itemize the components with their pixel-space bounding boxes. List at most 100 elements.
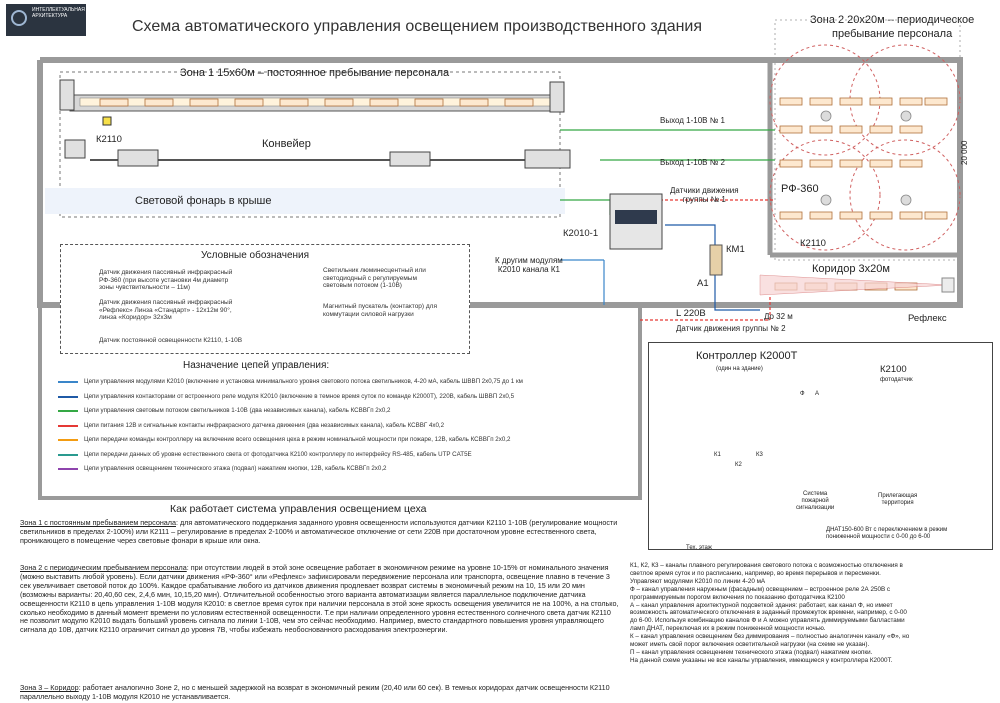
- dimension-20000: 20 000: [960, 140, 969, 165]
- photosensor-label: фотодатчик: [880, 377, 913, 383]
- fire-line1: Система: [803, 491, 828, 497]
- other-modules-line1: К другим модулям: [495, 256, 563, 265]
- k2110-sensor-zone1: [102, 116, 112, 126]
- legend-contactor-line2: коммутации силовой нагрузки: [323, 310, 414, 318]
- l220-label: L 220В: [676, 308, 706, 319]
- motion-group1-line1: Датчики движения: [670, 186, 739, 195]
- output1-label: Выход 1-10В № 1: [660, 116, 725, 125]
- logo-text: ИНТЕЛЛЕКТУАЛЬНАЯ АРХИТЕКТУРА: [32, 7, 85, 19]
- channel-k2-label: К2: [735, 462, 742, 468]
- legend-rf360: Датчик движения пассивный инфракрасный Р…: [99, 269, 232, 292]
- zone1-desc-text: : для автоматического поддержания заданн…: [20, 518, 618, 545]
- legend-rf360-line2: РФ-360 (при высоте установки 4м диаметр: [99, 276, 229, 284]
- circuit-color-swatch: [58, 453, 78, 456]
- zone2-lamps: [779, 97, 948, 220]
- controller-title: Контроллер К2000Т: [696, 350, 798, 362]
- channel-notes: К1, К2, К3 – каналы плавного регулирован…: [630, 562, 990, 665]
- controller-panel: [648, 342, 993, 550]
- circuits-title: Назначение цепей управления:: [183, 360, 330, 371]
- note-line: до 6-00. Используя комбинацию каналов Ф …: [630, 617, 905, 625]
- k2110-zone1-label: К2110: [96, 134, 122, 145]
- other-modules-label: К другим модулям К2010 канала К1: [495, 256, 563, 274]
- building-walls: [37, 57, 963, 308]
- circuit-text: Цепи управления освещением технического …: [84, 465, 387, 472]
- legend-reflex-line3: линза «Коридор» 32х3м: [99, 314, 172, 321]
- dnat-label: ДНАТ150-600 Вт с переключением в режим п…: [826, 527, 947, 541]
- note-line: возможность автоматического отключения в…: [630, 609, 907, 617]
- zone1-label: Зона 1 15х60м – постоянное пребывание пе…: [180, 67, 450, 79]
- other-modules-line2: К2010 канала К1: [497, 265, 560, 274]
- note-line: может иметь свой порог включения осветит…: [630, 641, 870, 649]
- zone2-title-line2: пребывание персонала: [832, 28, 953, 40]
- legend-contactor: Магнитный пускатель (контактор) для комм…: [323, 303, 437, 318]
- circuit-color-swatch: [58, 410, 78, 412]
- note-line: На данной схеме указаны не все каналы уп…: [630, 656, 893, 664]
- circuit-text: Цепи передачи команды контроллеру на вкл…: [84, 436, 511, 443]
- zone2-desc-head: Зона 2 с периодическим пребыванием персо…: [20, 563, 187, 572]
- km1-label: КМ1: [726, 244, 745, 255]
- adjacent-line2: территория: [881, 500, 914, 506]
- page-title: Схема автоматического управления освещен…: [132, 18, 703, 35]
- circuit-color-swatch: [58, 381, 78, 383]
- legend-lamp-line1: Светильник люминесцентный или: [323, 267, 426, 274]
- dnat-line2: пониженной мощности с 0-00 до 6-00: [826, 534, 931, 540]
- circuit-color-swatch: [58, 395, 78, 398]
- zone3-description: Зона 3 – Коридор: работает аналогично Зо…: [20, 683, 620, 702]
- channel-a-label: А: [815, 391, 820, 397]
- zone1-boundary: [59, 71, 561, 218]
- note-line: П – канал управления освещением техничес…: [630, 648, 873, 656]
- controller-caption: (один на здание): [716, 366, 763, 372]
- zone1-description: Зона 1 с постоянным пребыванием персонал…: [20, 518, 620, 546]
- k2110-zone2-label: К2110: [800, 238, 826, 249]
- zone2-title-line1: Зона 2 20х20м – периодическое: [810, 14, 975, 26]
- legend-reflex: Датчик движения пассивный инфракрасный «…: [99, 299, 232, 322]
- circuit-color-swatch: [58, 424, 78, 427]
- km1-contactor: [709, 244, 723, 276]
- circuit-text: Цепи управления световым потоком светиль…: [84, 407, 391, 414]
- channel-k3-label: К3: [756, 452, 763, 458]
- motion-group1-line2: группы № 1: [682, 195, 726, 204]
- legend-k2110: Датчик постоянной освещенности К2110, 1-…: [99, 337, 243, 344]
- company-logo: ИНТЕЛЛЕКТУАЛЬНАЯ АРХИТЕКТУРА: [6, 4, 86, 36]
- fire-line2: пожарной: [801, 498, 829, 504]
- note-line: К1, К2, К3 – каналы плавного регулирован…: [630, 562, 903, 569]
- circuit-text: Цепи управления контакторами от встроенн…: [84, 392, 515, 400]
- zone3-desc-text: : работает аналогично Зоне 2, но с меньш…: [20, 683, 610, 701]
- circuit-color-swatch: [58, 468, 78, 470]
- note-line: Ф – канал управления наружным (фасадным)…: [630, 585, 891, 593]
- circuit-color-swatch: [58, 439, 78, 441]
- howto-title: Как работает система управления освещени…: [170, 503, 427, 515]
- zone3-desc-head: Зона 3 – Коридор: [20, 683, 79, 692]
- legend-header: Условные обозначения: [201, 250, 310, 261]
- reflex-sensor: [941, 277, 955, 293]
- k2100-label: К2100: [880, 364, 907, 375]
- skylight-area: [45, 188, 565, 214]
- note-line: К – канал управления освещением без димм…: [630, 633, 910, 641]
- legend-reflex-line2: «Рефлекс» Линза «Стандарт» - 12х12м 90°,: [99, 306, 232, 314]
- control-wiring: [560, 129, 775, 321]
- zone2-title: Зона 2 20х20м – периодическое пребывание…: [810, 13, 974, 41]
- motion-group2-label: Датчик движения группы № 2: [676, 324, 786, 333]
- rf360-label: РФ-360: [781, 183, 819, 195]
- circuit-text: Цепи управления модулями К2010 (включени…: [84, 378, 523, 385]
- channel-k1-label: К1: [714, 452, 721, 458]
- circuit-text: Цепи питания 12В и сигнальные контакты и…: [84, 421, 445, 429]
- zone1-desc-head: Зона 1 с постоянным пребыванием персонал…: [20, 518, 176, 527]
- note-line: программируемым порогом включения по пок…: [630, 593, 845, 601]
- dnat-line1: ДНАТ150-600 Вт с переключением в режим: [826, 527, 948, 533]
- motion-group1-label: Датчики движения группы № 1: [670, 186, 739, 204]
- fire-system-label: Система пожарной сигнализации: [796, 491, 834, 512]
- legend-lamp-line2: светодиодный с регулируемым: [323, 274, 417, 282]
- circuit-text: Цепи передачи данных об уровне естествен…: [84, 450, 472, 458]
- note-line: А – канал управления архитектурной подсв…: [630, 601, 893, 609]
- to32m-label: До 32 м: [764, 312, 793, 321]
- output2-label: Выход 1-10В № 2: [660, 158, 725, 167]
- legend-panel: Условные обозначения Датчик движения пас…: [60, 244, 470, 354]
- corridor-label: Коридор 3х20м: [812, 263, 890, 275]
- channel-phi-label: Ф: [800, 391, 805, 397]
- k2010-1-label: К2010-1: [563, 228, 599, 239]
- zone2-description: Зона 2 с периодическим пребыванием персо…: [20, 563, 620, 635]
- zone2-boundary: [774, 19, 961, 261]
- rf360-sensors: [820, 110, 912, 206]
- legend-rf360-line1: Датчик движения пассивный инфракрасный: [99, 269, 233, 276]
